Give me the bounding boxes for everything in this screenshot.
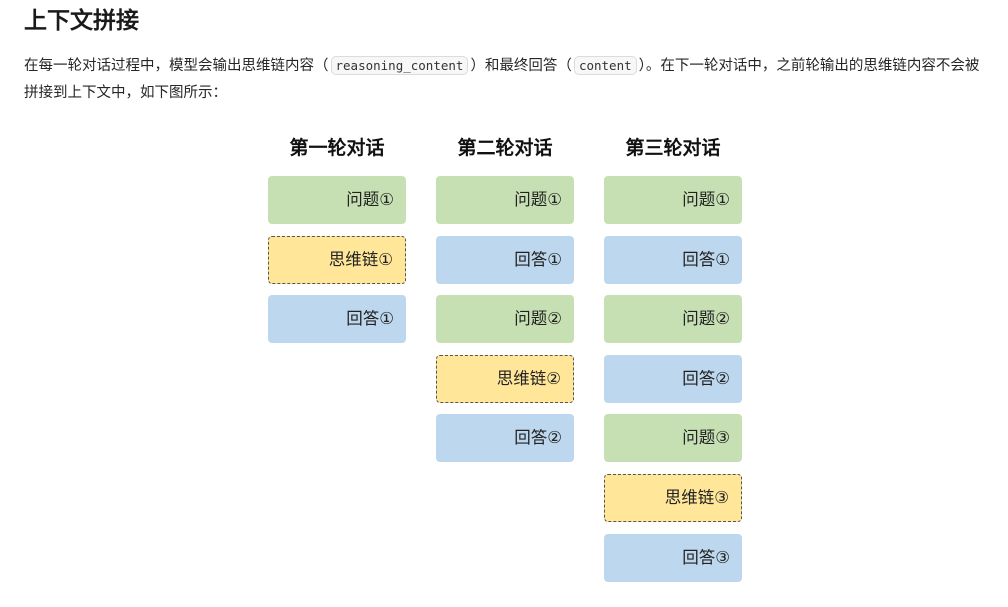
answer-block: 回答②	[604, 355, 742, 403]
intro-paragraph: 在每一轮对话过程中，模型会输出思维链内容（reasoning_content）和…	[24, 52, 984, 107]
reasoning-block: 思维链③	[604, 474, 742, 522]
inline-code-content: content	[573, 56, 637, 75]
answer-block: 回答②	[436, 414, 574, 462]
page-title: 上下文拼接	[24, 8, 139, 34]
column-title-round-1: 第一轮对话	[289, 137, 385, 159]
answer-block: 回答①	[268, 295, 406, 343]
question-block: 问题①	[436, 176, 574, 224]
question-block: 问题②	[436, 295, 574, 343]
answer-block: 回答①	[436, 236, 574, 284]
intro-text-3: ）。在下一轮对话中，之前轮输出的思维链内容不会被拼接到上下文中，如下图所示：	[24, 58, 980, 101]
reasoning-block: 思维链①	[268, 236, 406, 284]
question-block: 问题③	[604, 414, 742, 462]
answer-block: 回答③	[604, 534, 742, 582]
column-title-round-3: 第三轮对话	[625, 137, 721, 159]
inline-code-reasoning-content: reasoning_content	[330, 56, 469, 75]
question-block: 问题①	[268, 176, 406, 224]
reasoning-block: 思维链②	[436, 355, 574, 403]
column-title-round-2: 第二轮对话	[457, 137, 553, 159]
intro-text-1: 在每一轮对话过程中，模型会输出思维链内容（	[24, 58, 329, 74]
intro-text-2: ）和最终回答（	[470, 58, 572, 74]
question-block: 问题①	[604, 176, 742, 224]
answer-block: 回答①	[604, 236, 742, 284]
question-block: 问题②	[604, 295, 742, 343]
